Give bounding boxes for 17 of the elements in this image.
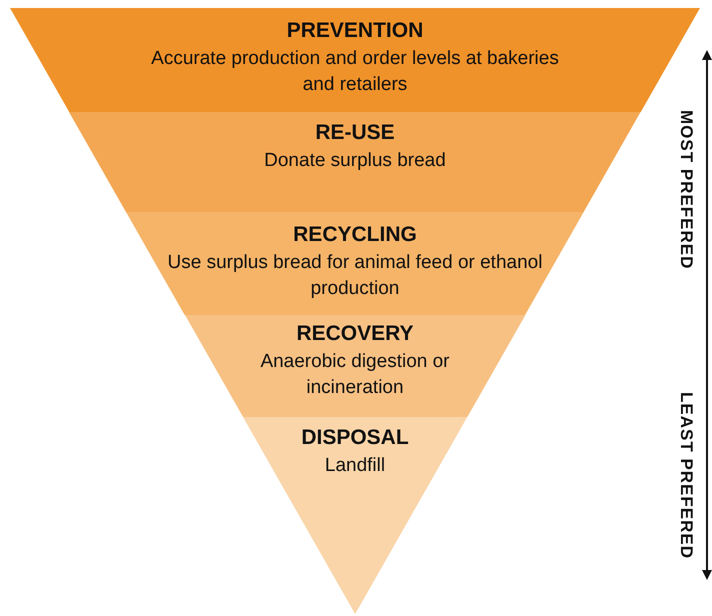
band-description: Use surplus bread for animal feed or ethanol production xyxy=(166,251,544,301)
preference-label: LEAST PREFERED xyxy=(676,392,696,560)
pyramid-band xyxy=(184,315,526,417)
band-heading: RECOVERY xyxy=(296,321,414,347)
band-description: Anaerobic digestion or incineration xyxy=(259,350,451,400)
band-heading: RECYCLING xyxy=(293,222,417,248)
preference-label: MOST PREFERED xyxy=(676,110,696,270)
band-description: Accurate production and order levels at bakeries and retailers xyxy=(150,47,560,97)
band-heading: DISPOSAL xyxy=(301,425,409,451)
band-description: Donate surplus bread xyxy=(263,149,447,173)
band-heading: PREVENTION xyxy=(286,18,424,44)
pyramid-band xyxy=(10,8,700,112)
pyramid-band xyxy=(242,417,468,614)
band-description: Landfill xyxy=(324,454,386,478)
pyramid-band xyxy=(126,212,584,315)
band-heading: RE-USE xyxy=(315,120,395,146)
pyramid-band xyxy=(69,112,641,212)
